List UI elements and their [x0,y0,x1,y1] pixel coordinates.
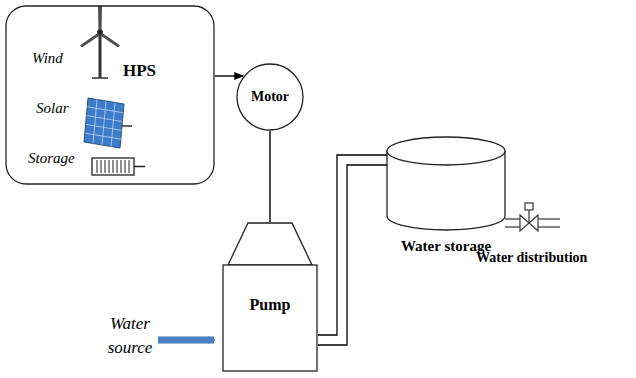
water-tank-outline [386,136,506,232]
motor-circle: Motor [236,63,304,131]
connector [269,131,270,222]
water-tank: Water storage [386,136,506,232]
node-label: HPS [123,61,156,81]
wind-turbine [81,6,120,78]
water-source-label: Water source [104,312,156,360]
pump-body: Pump [222,222,318,372]
node-label: Motor [251,89,289,105]
pipe [318,155,387,345]
water-source-arrow [158,337,214,344]
outlet-valve [505,203,560,231]
source-label: Storage [28,150,75,167]
node-label: Pump [250,296,291,314]
distribution-label: Water distribution [476,250,587,266]
source-label: Wind [32,50,63,67]
battery-storage [92,158,145,175]
solar-panel [84,98,132,148]
source-label: Solar [36,100,69,117]
connector [215,75,243,76]
